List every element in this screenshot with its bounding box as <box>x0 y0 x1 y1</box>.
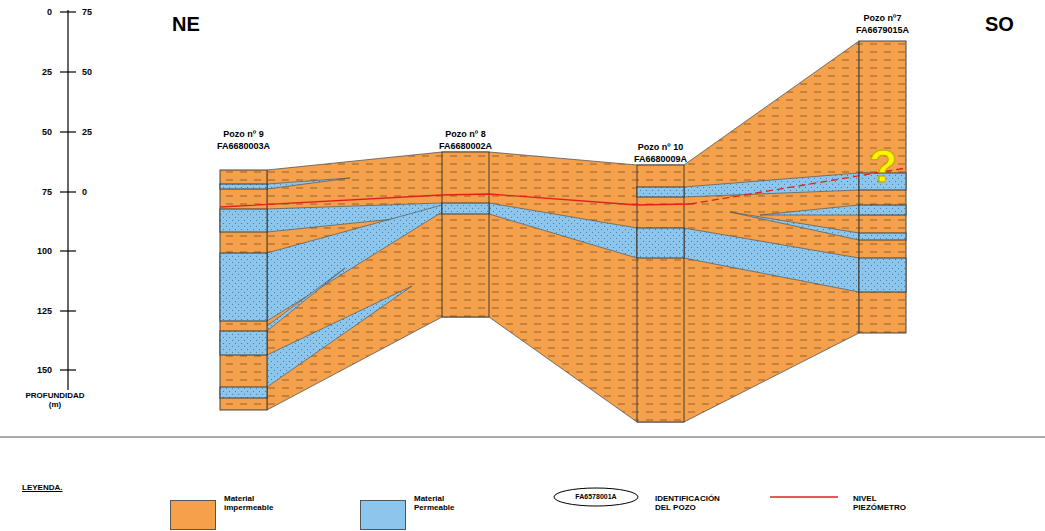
depth-tick: 0 <box>47 7 52 17</box>
elevation-tick: 50 <box>82 67 92 77</box>
axis-title: PROFUNDIDAD (m) <box>20 391 90 409</box>
well-name: Pozo nº 9 <box>217 128 270 140</box>
well-column: Pozo nº 9FA6680003A <box>220 170 267 410</box>
well-header: Pozo nº 9FA6680003A <box>217 128 270 152</box>
elevation-tick: 0 <box>82 187 87 197</box>
well-header: Pozo nº7FA6679015A <box>856 12 909 36</box>
well-column: Pozo nº 8FA6680002A <box>442 152 489 317</box>
legend-text: IDENTIFICACIÓN DEL POZO <box>655 494 737 512</box>
legend-oval <box>554 488 638 506</box>
legend-red-line <box>770 496 838 497</box>
well-id: FA6680002A <box>439 140 492 152</box>
well-column: Pozo nº 10FA6680009A <box>637 165 684 422</box>
depth-tick: 150 <box>37 365 52 375</box>
piezometric-line <box>220 168 906 207</box>
legend-swatch <box>170 500 216 530</box>
well-header: Pozo nº 10FA6680009A <box>634 141 687 165</box>
legend-text: Material impermeable <box>224 494 286 512</box>
direction-label: NE <box>172 13 200 36</box>
permeable-layers <box>267 173 859 387</box>
well-id: FA6680003A <box>217 140 270 152</box>
legend-swatch <box>360 500 406 530</box>
well-id-sample: FA6578001A <box>575 493 616 501</box>
well-name: Pozo nº 8 <box>439 128 492 140</box>
well-name: Pozo nº7 <box>856 12 909 24</box>
legend-text: Material Permeable <box>414 494 476 512</box>
elevation-tick: 75 <box>82 7 92 17</box>
legend-separator <box>0 437 1045 438</box>
legend-text: NIVEL PIEZÓMETRO <box>853 494 915 512</box>
legend-title: LEYENDA. <box>22 483 62 492</box>
well-columns <box>220 41 906 422</box>
direction-label: SO <box>985 13 1014 36</box>
depth-tick: 100 <box>37 246 52 256</box>
depth-tick: 25 <box>42 67 52 77</box>
well-name: Pozo nº 10 <box>634 141 687 153</box>
question-mark: ? <box>869 140 897 193</box>
depth-axis <box>60 10 76 390</box>
depth-tick: 125 <box>37 306 52 316</box>
well-id: FA6680009A <box>634 153 687 165</box>
impermeable-body <box>267 41 859 422</box>
well-id: FA6679015A <box>856 24 909 36</box>
depth-tick: 50 <box>42 127 52 137</box>
depth-tick: 75 <box>42 187 52 197</box>
elevation-tick: 25 <box>82 127 92 137</box>
well-header: Pozo nº 8FA6680002A <box>439 128 492 152</box>
